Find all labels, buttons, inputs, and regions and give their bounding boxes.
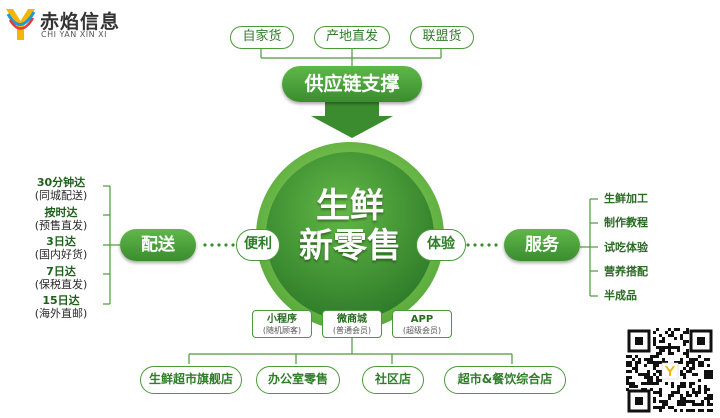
source-origin-direct: 产地直发 [314, 26, 390, 49]
store-supermarket-dining: 超市&餐饮综合店 [444, 366, 566, 394]
source-own-goods: 自家货 [230, 26, 294, 49]
store-community: 社区店 [362, 366, 424, 394]
channel-wechat-mall: 微商城(普通会员) [322, 310, 382, 338]
channel-app: APP(超级会员) [392, 310, 452, 338]
store-flagship: 生鲜超市旗舰店 [140, 366, 242, 394]
convenience-label: 便利 [236, 229, 280, 261]
supply-arrow [311, 100, 393, 138]
delivery-item: 15日达(海外直邮) [34, 294, 88, 320]
center-title: 生鲜 新零售 [270, 186, 430, 266]
center-line2: 新零售 [299, 226, 401, 266]
service-item: 制作教程 [604, 216, 648, 230]
service-label: 服务 [504, 229, 580, 261]
delivery-item: 按时达(预售直发) [34, 205, 88, 232]
experience-label: 体验 [416, 229, 466, 261]
delivery-item: 3日达(国内好货) [34, 235, 88, 261]
center-core [266, 152, 434, 320]
channel-mini-program: 小程序(随机顾客) [252, 310, 312, 338]
service-item: 半成品 [604, 289, 637, 303]
logo-title: 赤焰信息 [40, 11, 121, 33]
service-item: 营养搭配 [604, 264, 648, 278]
source-alliance-goods: 联盟货 [410, 26, 474, 49]
logo-mark-icon [6, 9, 36, 40]
qr-code-icon [626, 328, 714, 414]
delivery-item: 7日达(保税直发) [34, 264, 88, 291]
delivery-label: 配送 [120, 229, 196, 261]
service-item: 试吃体验 [604, 240, 648, 254]
brand-logo: 赤焰信息 CHI YAN XIN XI [4, 6, 134, 42]
supply-chain-label: 供应链支撑 [282, 66, 422, 102]
service-item: 生鲜加工 [604, 192, 648, 205]
center-line1: 生鲜 [316, 186, 384, 226]
delivery-options-list: 30分钟达(同城配送) 按时达(预售直发) 3日达(国内好货) 7日达(保税直发… [18, 176, 104, 324]
logo-subtitle: CHI YAN XIN XI [41, 30, 107, 39]
service-items-list: 生鲜加工 制作教程 试吃体验 营养搭配 半成品 [604, 190, 694, 311]
delivery-item: 30分钟达(同城配送) [34, 176, 88, 202]
store-office-retail: 办公室零售 [256, 366, 340, 394]
